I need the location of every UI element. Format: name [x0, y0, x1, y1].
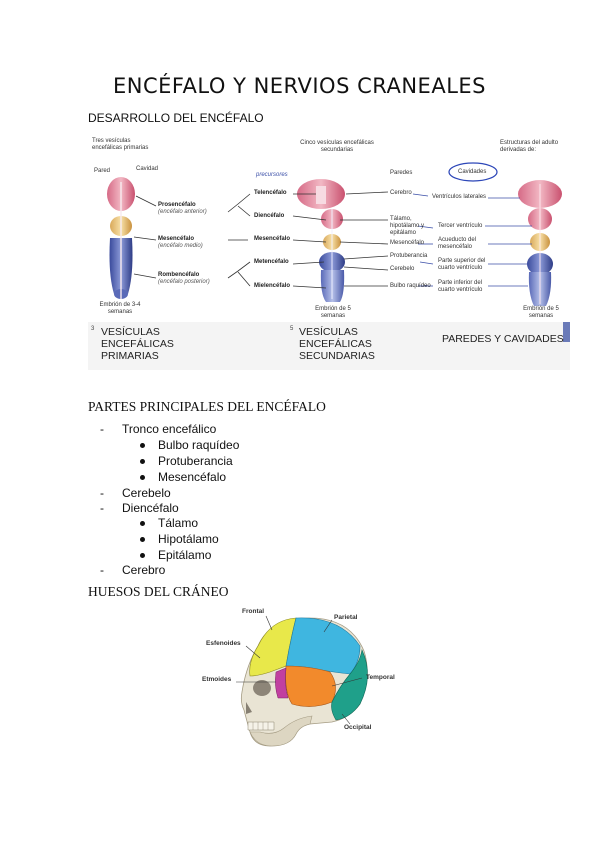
cavidad-tercer-ventriculo: Tercer ventrículo: [438, 223, 483, 229]
section-heading-development: DESARROLLO DEL ENCÉFALO: [88, 111, 264, 125]
label-precursores: precursores: [256, 172, 288, 178]
caption-band: [88, 322, 570, 370]
cavidad-acueducto: Acueducto del mesencéfalo: [438, 237, 477, 250]
label-embrion-2: Embrión de 5 semanas: [315, 306, 351, 319]
label-telencefalo: Telencéfalo: [254, 190, 287, 196]
label-top-right: Estructuras del adulto derivadas de:: [500, 140, 559, 153]
caption-secondary: VESÍCULAS ENCEFÁLICAS SECUNDARIAS: [299, 326, 375, 362]
cavidad-cuarto-superior: Parte superior del cuarto ventrículo: [438, 258, 486, 271]
label-top-mid: Cinco vesículas encefálicas secundarias: [300, 140, 374, 153]
edge-tab: [563, 322, 570, 342]
pared-mesencefalo: Mesencéfalo: [390, 240, 425, 246]
label-cavidades: Cavidades: [458, 169, 487, 175]
label-paredes: Paredes: [390, 170, 413, 176]
pared-bulbo: Bulbo raquídeo: [390, 283, 431, 289]
label-cavidad: Cavidad: [136, 166, 159, 172]
arrows-cavities: [412, 193, 532, 287]
label-etmoides: Etmoides: [202, 676, 232, 683]
cavidades-circle: [448, 162, 498, 182]
embryo-5-weeks-secondary: [297, 179, 345, 302]
label-temporal: Temporal: [366, 674, 395, 681]
caption-primary: VESÍCULAS ENCEFÁLICAS PRIMARIAS: [101, 326, 174, 362]
section-heading-skull: HUESOS DEL CRÁNEO: [88, 584, 229, 599]
arrows-primary: [133, 193, 251, 287]
embryo-3-4-weeks: [107, 177, 135, 299]
caption-number-5: 5: [290, 326, 294, 332]
label-prosencefalo: Prosencéfalo: [158, 202, 196, 208]
brain-vesicles-drawing: [88, 162, 570, 370]
label-mesencefalo-secondary: Mesencéfalo: [254, 236, 291, 242]
label-prosencefalo-sub: (encéfalo anterior): [158, 209, 207, 215]
pared-cerebelo: Cerebelo: [390, 266, 415, 272]
label-parietal: Parietal: [334, 614, 358, 621]
cavidad-cuarto-inferior: Parte inferior del cuarto ventrículo: [438, 280, 483, 293]
pared-protuberancia: Protuberancia: [390, 253, 428, 259]
label-rombencefalo: Rombencéfalo: [158, 272, 200, 278]
label-esfenoides: Esfenoides: [206, 640, 241, 647]
label-diencefalo: Diencéfalo: [254, 213, 285, 219]
pared-talamo: Tálamo, hipotálamo y epitálamo: [390, 216, 425, 236]
label-mesencefalo-sub: (encéfalo medio): [158, 243, 203, 249]
label-occipital: Occipital: [344, 724, 372, 731]
skull-drawing: [236, 615, 368, 747]
cavidad-ventriculos-laterales: Ventrículos laterales: [432, 194, 487, 200]
section-heading-parts: PARTES PRINCIPALES DEL ENCÉFALO: [88, 399, 326, 414]
skull-bones-figure: Frontal Parietal Esfenoides Temporal Etm…: [200, 606, 400, 750]
caption-number-3: 3: [91, 326, 95, 332]
embryo-5-weeks-adult: [518, 180, 562, 306]
label-rombencefalo-sub: (encéfalo posterior): [158, 279, 210, 285]
lines-secondary: [292, 191, 389, 289]
label-frontal: Frontal: [242, 608, 265, 615]
label-metencefalo: Metencéfalo: [254, 259, 289, 265]
page-title: ENCÉFALO Y NERVIOS CRANEALES: [112, 74, 486, 98]
label-pared: Pared: [94, 168, 111, 174]
label-embrion-3: Embrión de 5 semanas: [523, 306, 559, 319]
pared-cerebro: Cerebro: [390, 190, 412, 196]
label-embrion-1: Embrión de 3-4 semanas: [99, 302, 141, 315]
label-mesencefalo-primary: Mesencéfalo: [158, 236, 195, 242]
label-top-left: Tres vesículas encefálicas primarias: [92, 138, 149, 151]
brain-development-figure: Tres vesículas encefálicas primarias Cin…: [88, 134, 570, 370]
caption-walls-cavities: PAREDES Y CAVIDADES: [442, 333, 564, 345]
label-mielencefalo: Mielencéfalo: [254, 283, 291, 289]
